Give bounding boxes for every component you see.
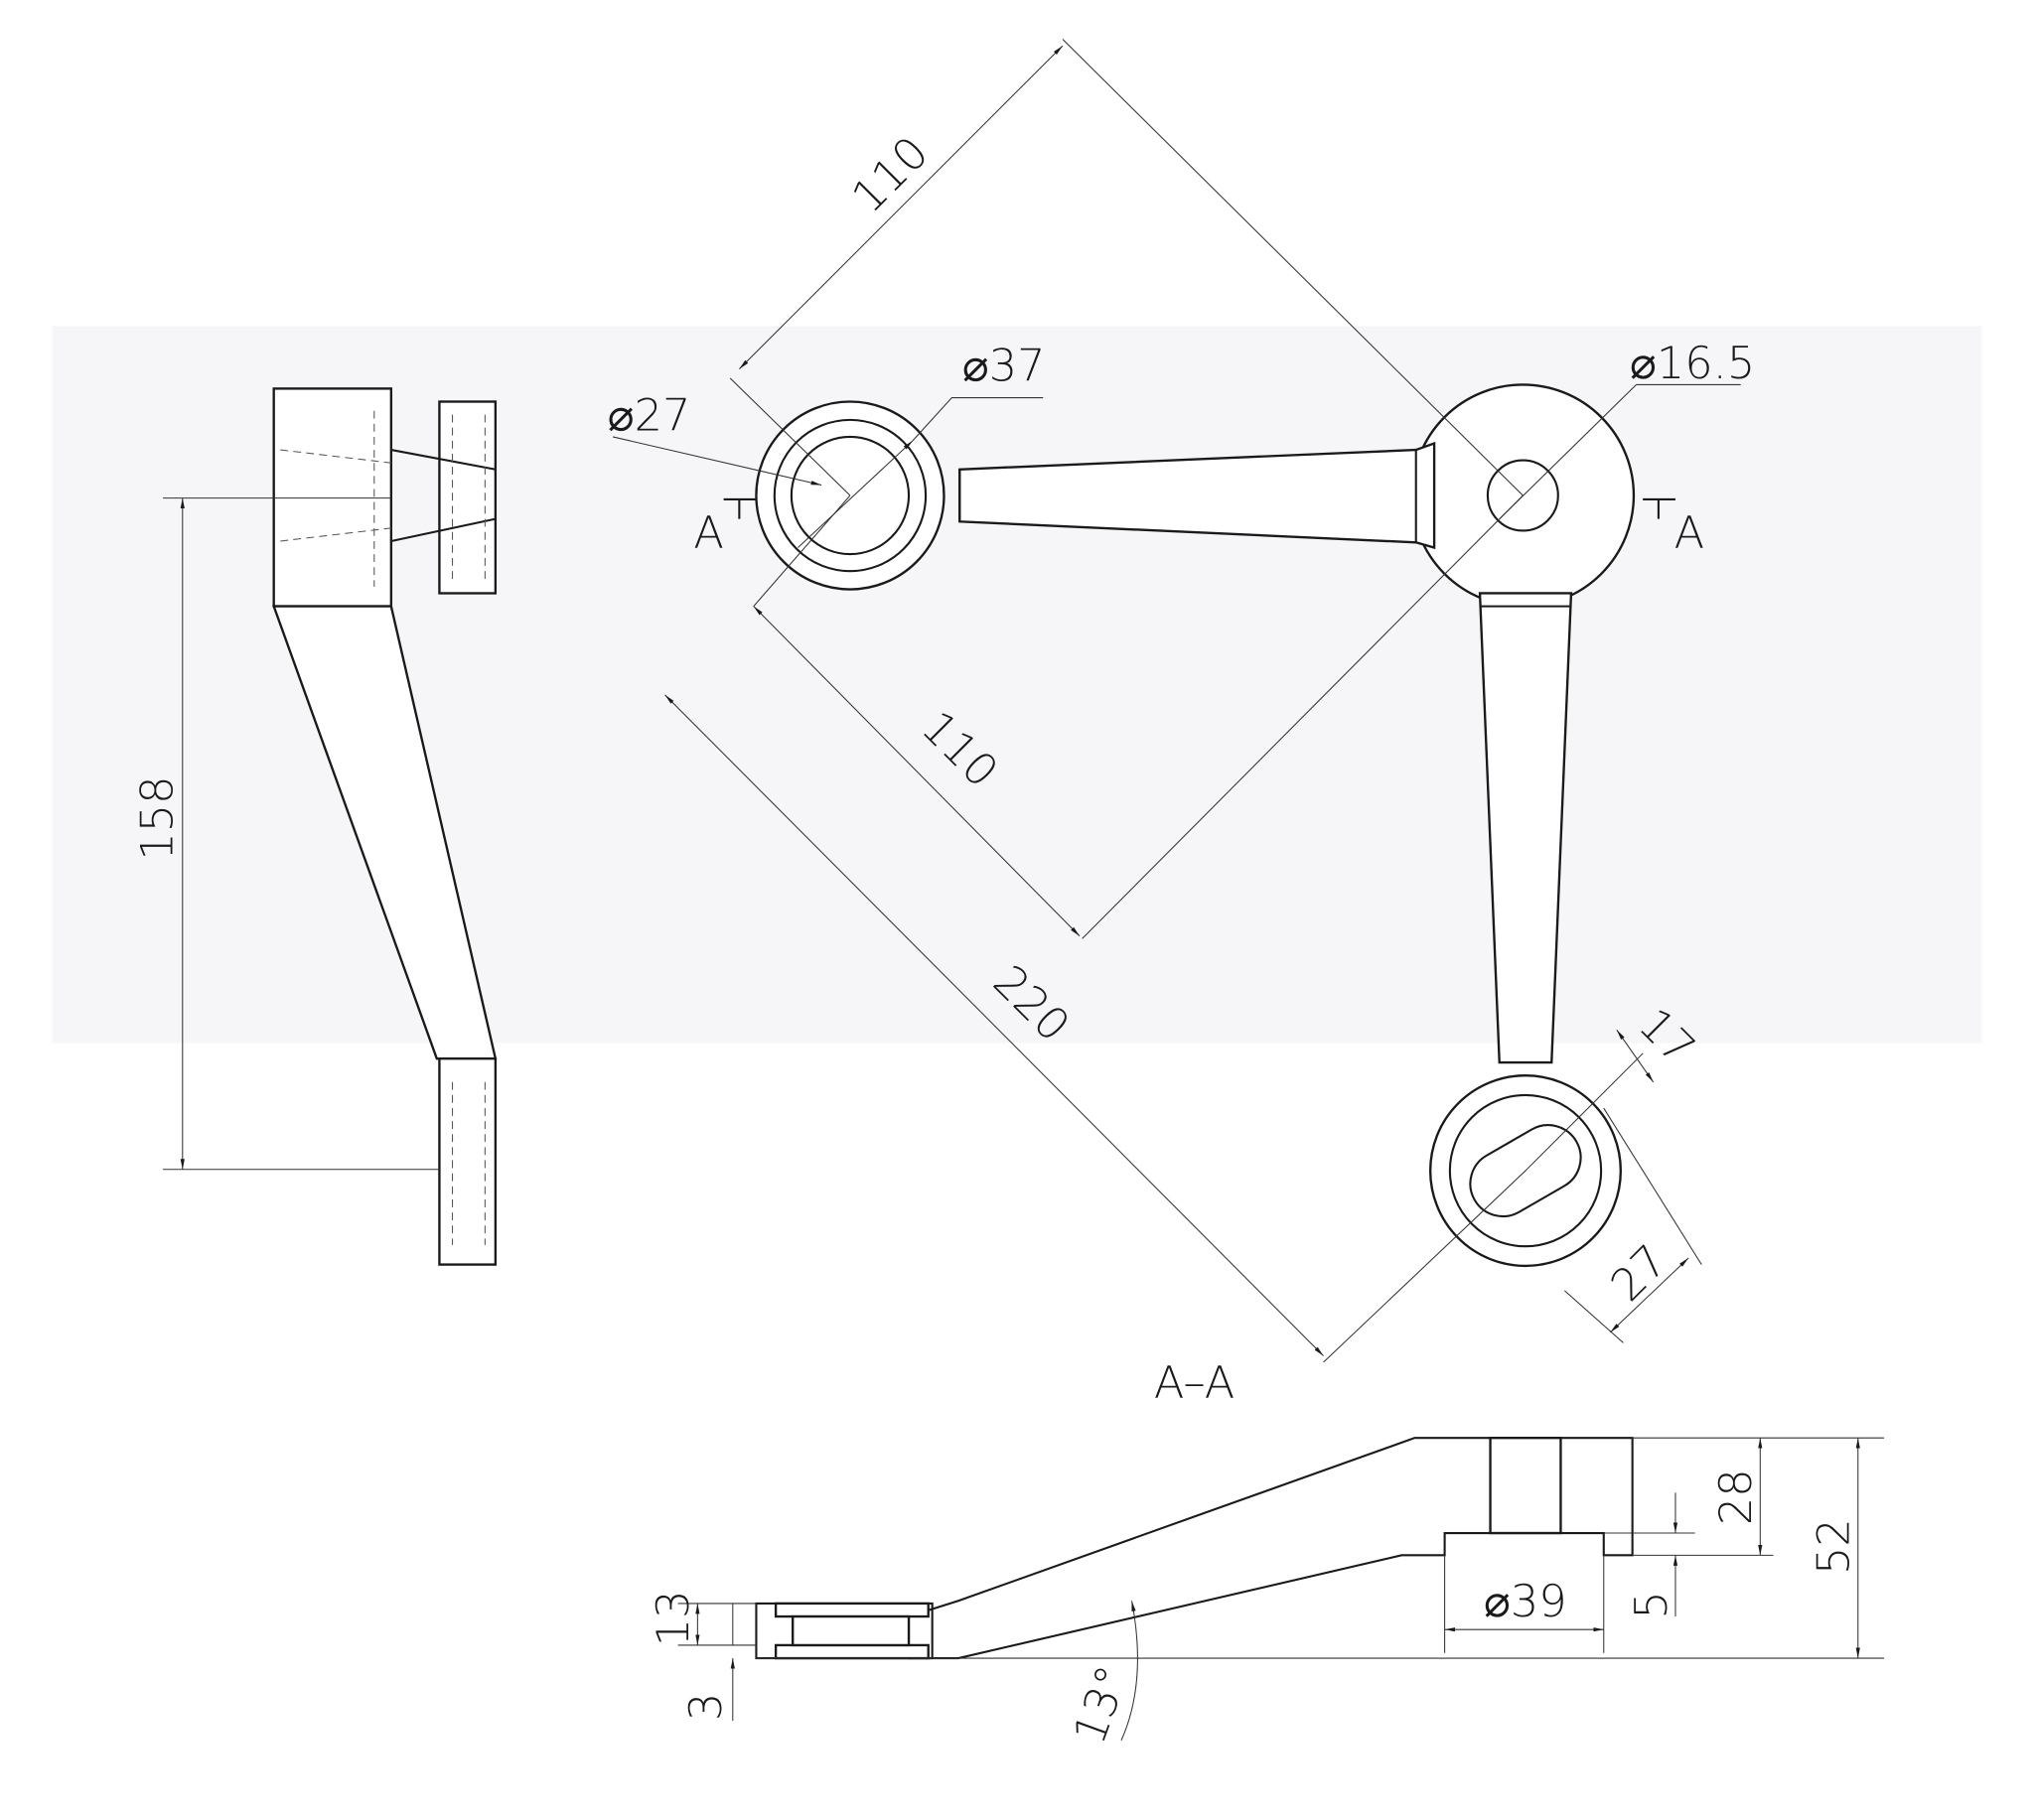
dim-13: 13 [648,1590,699,1646]
section-view: A–A 28 52 5 ⌀39 13 3 13° [648,1356,1885,1750]
dia-27: ⌀27 [608,389,691,441]
dia-16-5: ⌀16.5 [1630,338,1755,389]
dim-3: 3 [680,1693,732,1721]
angle-13: 13° [1064,1659,1139,1750]
section-mark-left: A [693,507,724,559]
dim-110-top: 110 [842,127,939,223]
dim-52: 52 [1809,1518,1860,1575]
side-view: 158 [131,387,498,1266]
dia-39: ⌀39 [1484,1576,1567,1627]
dim-5: 5 [1626,1591,1677,1618]
dim-158: 158 [131,775,183,860]
top-view: 110 110 220 ⌀37 ⌀27 ⌀16.5 A A 17 27 [608,39,1755,1363]
dia-37: ⌀37 [962,340,1046,391]
section-mark-right: A [1674,507,1705,559]
section-title: A–A [1154,1356,1235,1408]
dim-28: 28 [1710,1469,1762,1525]
dim-27: 27 [1601,1235,1677,1312]
